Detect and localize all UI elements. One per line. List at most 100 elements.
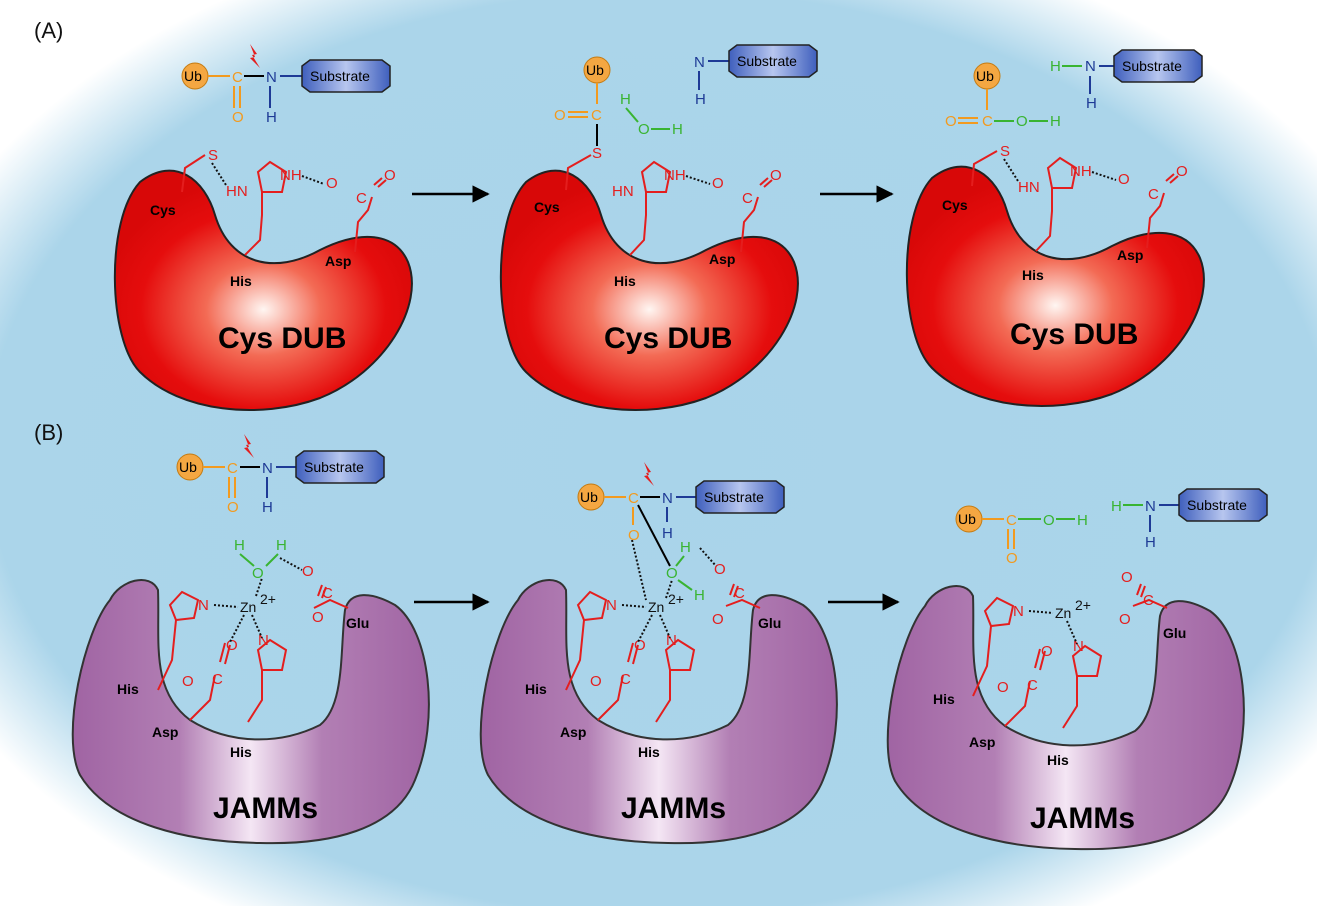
asp-o2: O: [1041, 643, 1053, 660]
sub-n: N: [266, 69, 277, 86]
water-o: O: [252, 565, 264, 582]
substrate-label: Substrate: [1122, 58, 1182, 74]
his-hn: HN: [226, 183, 248, 200]
water-o: O: [638, 121, 650, 138]
jamm-stage-3: JAMMs His Asp His Glu N N O C O O C O Zn…: [886, 488, 1268, 851]
residue-glu: Glu: [346, 615, 369, 631]
residue-cys: Cys: [150, 202, 176, 218]
asp-o2: O: [770, 167, 782, 184]
residue-asp: Asp: [560, 724, 586, 740]
his1-n: N: [606, 597, 617, 614]
sub-n: N: [1145, 498, 1156, 515]
residue-his-1: His: [933, 691, 955, 707]
glu-c: C: [1143, 592, 1154, 609]
ub-o: O: [945, 113, 957, 130]
jamm-body: [886, 585, 1245, 851]
glu-o: O: [714, 561, 726, 578]
substrate-box: [695, 480, 785, 514]
glu-o2: O: [712, 611, 724, 628]
jamm-stage-2: JAMMs His Asp His Glu N N O C O O C O Zn…: [479, 462, 838, 845]
zinc-charge: 2+: [668, 591, 684, 607]
sulfur: S: [592, 145, 602, 162]
jamm-body: [479, 579, 838, 845]
his2-n: N: [1073, 638, 1084, 655]
substrate-label: Substrate: [1187, 497, 1247, 513]
sub-h: H: [662, 525, 673, 542]
enzyme-name: Cys DUB: [1010, 318, 1138, 351]
ub-c: C: [232, 69, 243, 86]
amine-h-green: H: [1111, 498, 1122, 515]
asp-o2: O: [226, 637, 238, 654]
jamm-stage-1: JAMMs His Asp His Glu N N O C O O C O Zn…: [71, 434, 430, 845]
his2-n: N: [666, 632, 677, 649]
sub-h: H: [695, 91, 706, 108]
asp-o: O: [712, 175, 724, 192]
substrate-label: Substrate: [304, 459, 364, 475]
bolt-icon: [644, 462, 654, 486]
asp-c: C: [356, 190, 367, 207]
his-nh: NH: [664, 167, 686, 184]
enzyme-name: JAMMs: [1030, 802, 1135, 835]
bolt-icon: [244, 434, 254, 458]
cys-dub-body: [113, 169, 413, 411]
water-o: O: [666, 565, 678, 582]
ub-o: O: [232, 109, 244, 126]
residue-glu: Glu: [758, 615, 781, 631]
ub-label: Ub: [184, 68, 202, 84]
sub-h: H: [1145, 534, 1156, 551]
residue-his: His: [230, 273, 252, 289]
cys-dub-stage-1: Cys DUB Cys His Asp S HN NH O C O Ub C O…: [113, 44, 413, 411]
bolt-icon: [250, 44, 260, 68]
asp-o: O: [326, 175, 338, 192]
residue-his-1: His: [117, 681, 139, 697]
asp-c: C: [742, 190, 753, 207]
acid-h: H: [1050, 113, 1061, 130]
sub-h: H: [266, 109, 277, 126]
asp-o2: O: [384, 167, 396, 184]
sulfur: S: [1000, 143, 1010, 160]
ub-c: C: [591, 107, 602, 124]
sub-h: H: [262, 499, 273, 516]
zinc-charge: 2+: [1075, 597, 1091, 613]
residue-cys: Cys: [942, 197, 968, 213]
residue-asp: Asp: [325, 253, 351, 269]
water-h2: H: [672, 121, 683, 138]
ub-label: Ub: [179, 459, 197, 475]
his1-n: N: [1013, 603, 1024, 620]
residue-asp: Asp: [152, 724, 178, 740]
his-nh: NH: [280, 167, 302, 184]
glu-o2: O: [312, 609, 324, 626]
enzyme-name: JAMMs: [621, 792, 726, 825]
sub-n: N: [662, 490, 673, 507]
his1-n: N: [198, 597, 209, 614]
panel-a-label: (A): [34, 18, 63, 43]
amine-h-green: H: [1050, 58, 1061, 75]
ub-o: O: [227, 499, 239, 516]
acid-h: H: [1077, 512, 1088, 529]
residue-asp: Asp: [969, 734, 995, 750]
his-hn: HN: [612, 183, 634, 200]
substrate-label: Substrate: [704, 489, 764, 505]
residue-asp: Asp: [709, 251, 735, 267]
jamm-body: [71, 579, 430, 845]
sub-h: H: [1086, 95, 1097, 112]
his-nh: NH: [1070, 163, 1092, 180]
water-h2: H: [276, 537, 287, 554]
cys-dub-body: [499, 169, 799, 411]
enzyme-name: Cys DUB: [218, 322, 346, 355]
asp-c: C: [1027, 677, 1038, 694]
water-h1: H: [680, 539, 691, 556]
his2-n: N: [258, 632, 269, 649]
enzyme-name: JAMMs: [213, 792, 318, 825]
ub-label: Ub: [976, 68, 994, 84]
ub-o: O: [628, 527, 640, 544]
residue-his-2: His: [230, 744, 252, 760]
substrate-box: [301, 59, 391, 93]
substrate-box: [728, 44, 818, 78]
asp-o2: O: [634, 637, 646, 654]
asp-c: C: [1148, 186, 1159, 203]
acid-o: O: [1016, 113, 1028, 130]
ub-c: C: [982, 113, 993, 130]
ub-c: C: [628, 490, 639, 507]
